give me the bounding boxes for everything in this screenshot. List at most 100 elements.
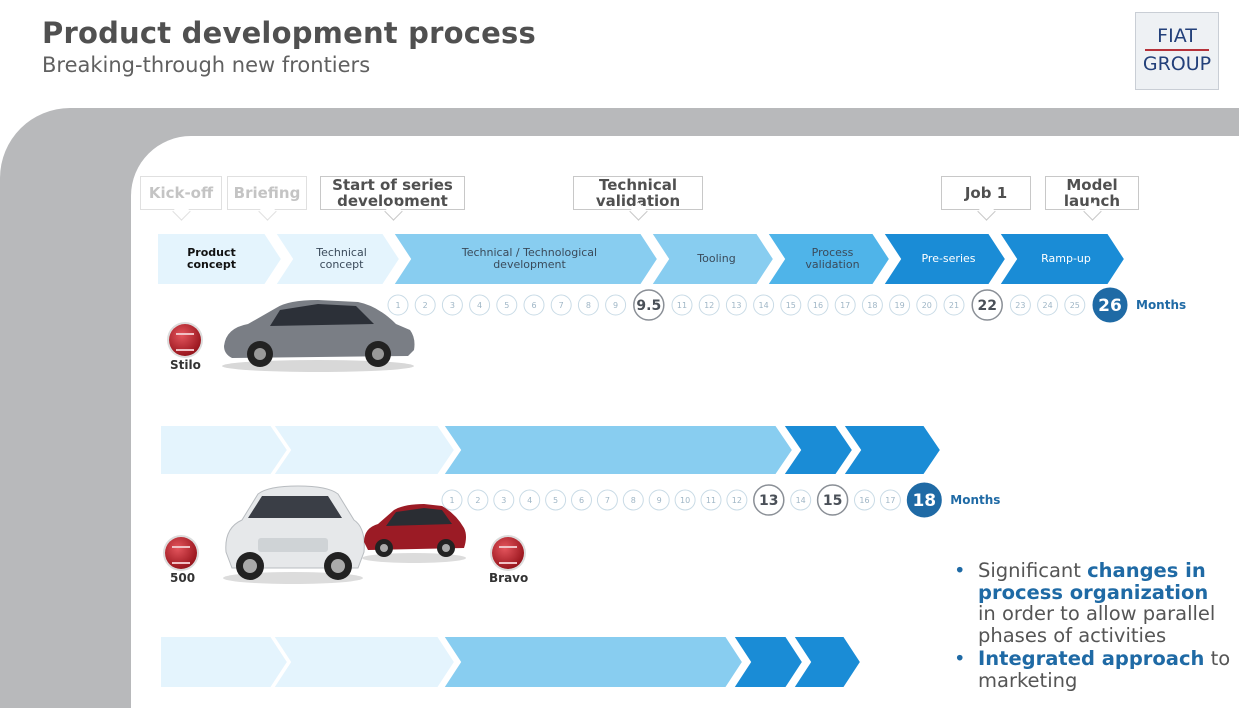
logo-line-1: FIAT — [1157, 25, 1197, 47]
phase-label: Ramp-up — [1041, 252, 1091, 265]
milestone-job-1: Job 1 — [941, 176, 1031, 221]
phase-arrow — [791, 635, 863, 689]
month-circle — [807, 294, 829, 316]
milestone-label: Kick-off — [148, 184, 214, 202]
milestone-model-launch: Modellaunch — [1045, 176, 1139, 221]
month-circle — [441, 489, 463, 511]
month-label: 16 — [813, 301, 823, 310]
month-label: 6 — [579, 496, 584, 505]
month-label: 14 — [796, 496, 806, 505]
bullet-item: • Significant changes in process organiz… — [952, 560, 1232, 646]
month-label: 7 — [559, 301, 564, 310]
bullet-text: to marketing — [978, 647, 1231, 692]
month-circle — [943, 294, 965, 316]
bullet-highlight: Integrated approach — [978, 647, 1205, 670]
month-circle — [550, 294, 572, 316]
month-circle — [633, 289, 665, 321]
milestone-kick-off: Kick-off — [140, 176, 222, 221]
month-circle — [596, 489, 618, 511]
month-label: 15 — [823, 493, 842, 509]
month-label: 17 — [840, 301, 850, 310]
month-circle — [671, 294, 693, 316]
month-label: 21 — [949, 301, 959, 310]
month-circle — [545, 489, 567, 511]
month-label: 7 — [605, 496, 610, 505]
month-label: 22 — [977, 298, 996, 314]
fiat-badge-icon — [169, 324, 201, 356]
month-label: 15 — [786, 301, 796, 310]
month-circle — [816, 484, 849, 516]
month-label: 19 — [895, 301, 905, 310]
month-label: 3 — [450, 301, 455, 310]
month-circle — [889, 294, 911, 316]
fiat-badge-icon — [492, 537, 524, 569]
stilo-car-image — [222, 300, 415, 372]
milestone-technical-validation: Technicalvalidation — [573, 176, 703, 221]
month-label: 25 — [1070, 301, 1080, 310]
phase-arrow — [159, 635, 290, 689]
month-circle — [906, 482, 942, 518]
month-circle — [725, 294, 747, 316]
month-circle — [469, 294, 491, 316]
phase-arrow — [271, 635, 457, 689]
bravo-car-image — [362, 504, 466, 563]
month-label: 1 — [395, 301, 400, 310]
months-unit-label: Months — [950, 493, 1000, 507]
phase-arrow — [731, 635, 805, 689]
phase-arrow — [273, 232, 402, 286]
phase-arrow — [881, 232, 1008, 286]
phase-arrow — [391, 232, 660, 286]
month-label: 18 — [912, 491, 936, 511]
bullet-text: Significant — [978, 559, 1088, 582]
month-circle — [700, 489, 722, 511]
fiat-500-car-image — [223, 485, 365, 584]
month-label: 5 — [553, 496, 558, 505]
month-label: 11 — [677, 301, 687, 310]
month-circle — [916, 294, 938, 316]
logo-line-2: GROUP — [1142, 53, 1212, 75]
fiat-badge-icon — [165, 537, 197, 569]
phase-label: Pre-series — [921, 252, 975, 265]
car-caption-bravo: Bravo — [489, 571, 529, 585]
milestone-label: Technicalvalidation — [596, 176, 680, 209]
month-label: 18 — [867, 301, 877, 310]
month-circle — [1009, 294, 1031, 316]
month-label: 8 — [586, 301, 591, 310]
month-circle — [523, 294, 545, 316]
month-label: 20 — [922, 301, 932, 310]
month-label: 5 — [504, 301, 509, 310]
phase-arrow — [765, 232, 892, 286]
month-circle — [577, 294, 599, 316]
month-label: 12 — [704, 301, 714, 310]
logo-rule — [1145, 49, 1209, 51]
month-label: 9 — [613, 301, 618, 310]
phase-arrow — [997, 232, 1127, 286]
bullet-text: in order to allow parallel phases of act… — [978, 602, 1216, 647]
month-label: 23 — [1015, 301, 1025, 310]
month-circle — [1092, 287, 1128, 323]
month-circle — [753, 484, 785, 516]
page-subtitle: Breaking-through new frontiers — [42, 53, 371, 77]
month-circle — [493, 489, 515, 511]
month-label: 9 — [657, 496, 662, 505]
milestone-label: Modellaunch — [1064, 176, 1120, 209]
month-label: 13 — [731, 301, 741, 310]
month-circle — [753, 294, 775, 316]
month-circle — [467, 489, 489, 511]
milestone-briefing: Briefing — [227, 176, 307, 221]
month-label: 26 — [1098, 296, 1122, 316]
bullet-highlight: changes in process organization — [978, 559, 1209, 604]
car-caption-500: 500 — [170, 571, 196, 585]
month-label: 4 — [527, 496, 532, 505]
months-unit-label: Months — [1136, 298, 1186, 312]
month-circle — [780, 294, 802, 316]
month-circle — [879, 489, 901, 511]
month-label: 17 — [885, 496, 895, 505]
month-label: 8 — [631, 496, 636, 505]
bullet-item: • Integrated approach to marketing — [952, 648, 1232, 691]
month-circle — [971, 289, 1003, 321]
